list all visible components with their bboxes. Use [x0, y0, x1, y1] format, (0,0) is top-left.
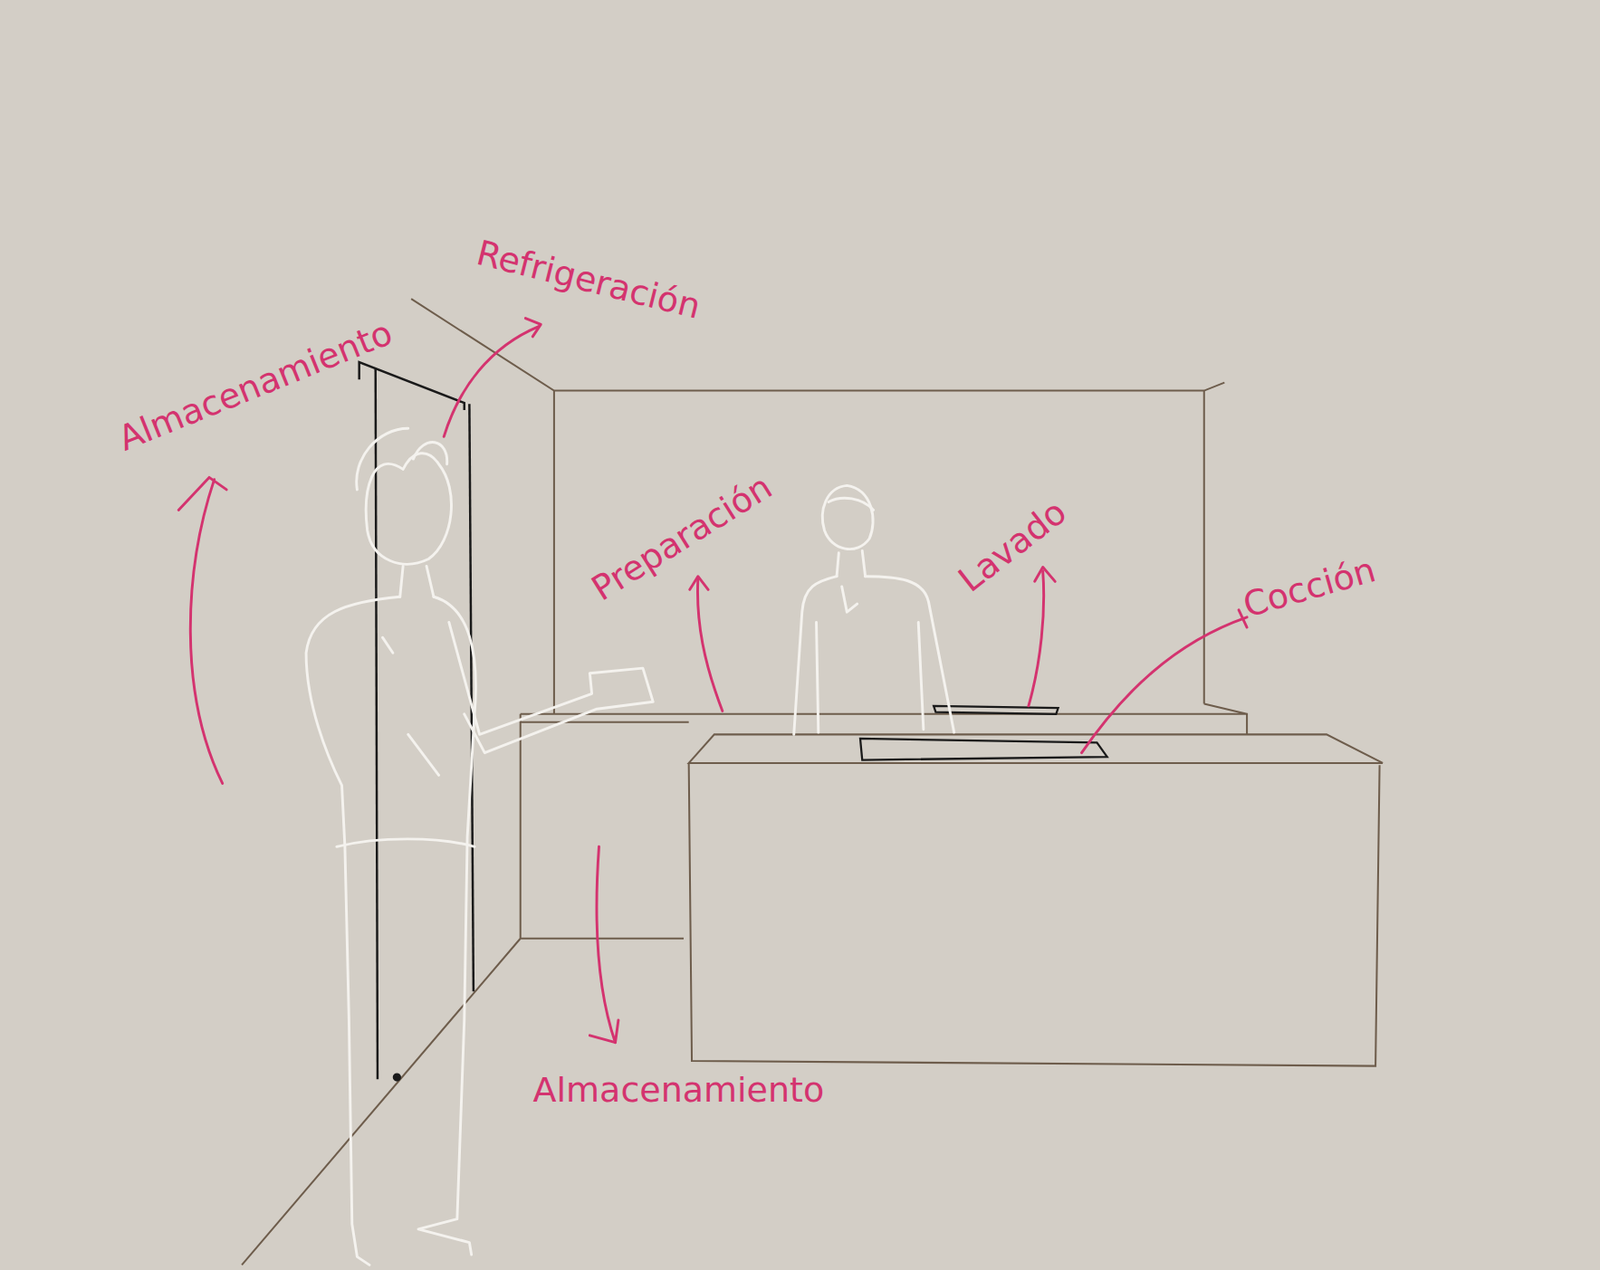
person-body [794, 576, 955, 736]
arrow-head [589, 1020, 619, 1044]
fixtures [860, 706, 1108, 761]
counter-edge [520, 721, 690, 724]
fridge-outline [359, 362, 474, 1081]
person-head [822, 485, 873, 549]
person-waist [336, 839, 475, 847]
person-detail [383, 637, 440, 776]
room-lines [241, 298, 1383, 1265]
person-torso [816, 586, 924, 733]
person-body [306, 596, 401, 1265]
person-neck [836, 551, 866, 577]
counter-floor-lines [241, 704, 1247, 1266]
person-sketch [306, 428, 653, 1265]
zone-label: Almacenamiento [533, 1073, 825, 1108]
person-neck [400, 565, 434, 597]
wall-corner [1203, 391, 1206, 705]
island-top [689, 734, 1383, 764]
arrow-head [1034, 567, 1056, 583]
person-head [365, 453, 451, 565]
person-hair [356, 428, 448, 490]
person-body [418, 596, 476, 1256]
leader-arrow [443, 326, 539, 438]
leader-arrow [697, 579, 722, 711]
leader-arrow [1028, 571, 1045, 707]
leader-arrow [190, 479, 222, 785]
cooktop [860, 738, 1108, 761]
arrow-head [689, 576, 709, 591]
person-sketch [794, 485, 955, 735]
arrow-head [178, 477, 227, 510]
fridge-foot [393, 1074, 401, 1082]
person-arm [449, 622, 653, 753]
island-body [689, 763, 1380, 1067]
wall-corner [553, 391, 556, 715]
leader-arrow [596, 846, 615, 1043]
leader-arrow [1082, 617, 1248, 754]
sink [933, 706, 1058, 715]
ceiling-line [411, 298, 1225, 391]
person-hair [828, 498, 874, 510]
fridge-left [375, 369, 378, 1080]
callout-arrows [178, 318, 1247, 1044]
arrow-head [525, 318, 541, 337]
